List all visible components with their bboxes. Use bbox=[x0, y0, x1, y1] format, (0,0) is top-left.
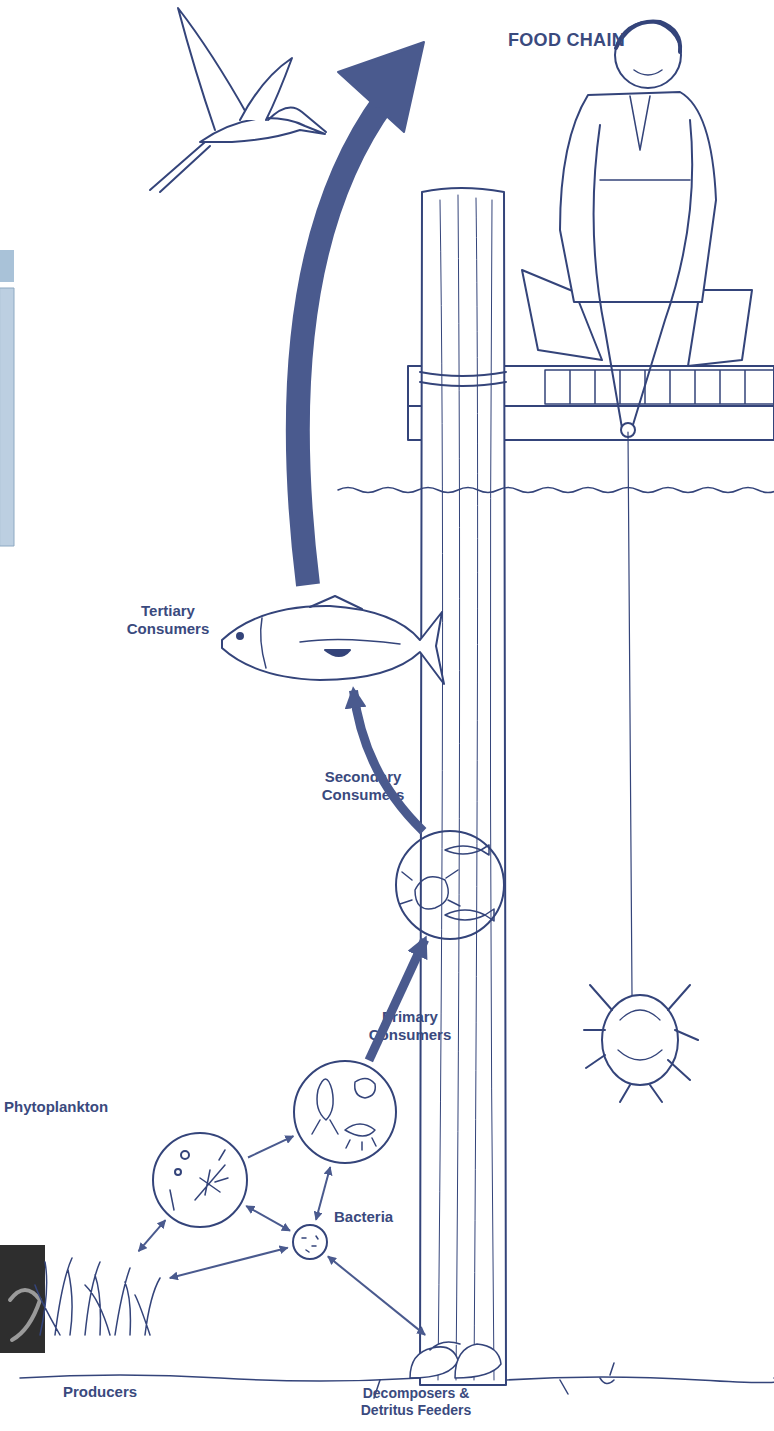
small-fish bbox=[445, 845, 489, 855]
small-crab bbox=[400, 870, 460, 909]
harvest-arrow-head bbox=[338, 42, 424, 132]
producers-node: Producers bbox=[35, 1255, 165, 1337]
circle-outline bbox=[152, 1132, 248, 1228]
zooplankton bbox=[345, 1124, 376, 1150]
circle-outline-shape bbox=[153, 1133, 247, 1227]
crab-shell bbox=[618, 1010, 662, 1060]
phytoplankton-cell bbox=[175, 1169, 181, 1175]
exchange-arrow bbox=[328, 1256, 425, 1335]
small-fish bbox=[445, 909, 494, 921]
fish-fin bbox=[310, 596, 362, 609]
fish-detail bbox=[261, 618, 400, 668]
energy-arrow bbox=[354, 691, 424, 832]
wood-grain bbox=[438, 195, 494, 1380]
circle-outline bbox=[395, 830, 505, 940]
edge-artifact bbox=[0, 250, 14, 282]
man-face bbox=[634, 70, 662, 75]
exchange-arrow bbox=[316, 1167, 330, 1220]
bird-legs bbox=[150, 142, 210, 192]
circle-outline-shape bbox=[294, 1061, 396, 1163]
node-label: Primary Consumers bbox=[351, 1008, 469, 1043]
dock-planks bbox=[545, 370, 774, 404]
consumer-circle: Primary Consumers bbox=[293, 1060, 397, 1164]
phytoplankton-circle: Phytoplankton bbox=[152, 1132, 248, 1228]
sea-floor bbox=[20, 1375, 774, 1383]
crab-body bbox=[602, 995, 678, 1085]
crab-legs bbox=[584, 985, 698, 1102]
diagram-title: FOOD CHAIN bbox=[508, 30, 625, 51]
edge-artifact bbox=[0, 288, 14, 546]
node-label: Bacteria bbox=[334, 1208, 424, 1226]
bacteria-cells bbox=[302, 1236, 318, 1252]
man-arm bbox=[594, 125, 622, 428]
exchange-arrow bbox=[139, 1220, 166, 1251]
shirt-detail bbox=[600, 96, 690, 180]
bird-wing bbox=[178, 8, 248, 130]
bird-wing bbox=[240, 58, 292, 120]
energy-arrow bbox=[369, 940, 425, 1061]
bird-neck bbox=[268, 108, 326, 133]
node-label: Tertiary Consumers bbox=[120, 602, 216, 637]
decomposers-node: Decomposers & Detritus Feeders bbox=[405, 1338, 505, 1380]
photo-fragment bbox=[0, 1245, 45, 1353]
exchange-arrow bbox=[246, 1206, 290, 1231]
man-arm bbox=[632, 120, 692, 428]
fish-eye bbox=[237, 633, 243, 639]
diatom-chain bbox=[195, 1165, 228, 1200]
consumer-circle: Secondary Consumers bbox=[395, 830, 505, 940]
node-label: Decomposers & Detritus Feeders bbox=[341, 1385, 491, 1418]
node-label: Producers bbox=[35, 1383, 165, 1401]
fish-mark bbox=[325, 650, 350, 656]
exchange-arrow bbox=[248, 1136, 293, 1157]
photo-fragment bbox=[10, 1290, 40, 1340]
circle-outline-shape bbox=[293, 1225, 327, 1259]
man-shirt bbox=[560, 92, 716, 302]
exchange-arrow bbox=[170, 1248, 288, 1278]
bacteria-circle: Bacteria bbox=[292, 1224, 328, 1260]
zooplankton bbox=[312, 1079, 338, 1134]
circle-outline bbox=[292, 1224, 328, 1260]
fish-node: Tertiary Consumers bbox=[218, 600, 442, 686]
marsh-grass bbox=[35, 1258, 160, 1335]
man-hair bbox=[616, 22, 680, 52]
water-surface bbox=[338, 488, 774, 493]
fish-body bbox=[222, 606, 444, 684]
phytoplankton-cell bbox=[181, 1151, 189, 1159]
zooplankton bbox=[355, 1078, 376, 1098]
node-label: Secondary Consumers bbox=[293, 768, 433, 803]
harvest-arrow bbox=[298, 100, 385, 585]
wooden-post bbox=[420, 188, 506, 1385]
circle-outline bbox=[293, 1060, 397, 1164]
circle-outline-shape bbox=[396, 831, 504, 939]
fishing-line bbox=[628, 432, 632, 995]
node-label: Phytoplankton bbox=[4, 1098, 154, 1116]
oyster-cluster bbox=[410, 1342, 501, 1378]
phytoplankton-cell bbox=[170, 1150, 225, 1210]
rope bbox=[420, 372, 506, 386]
